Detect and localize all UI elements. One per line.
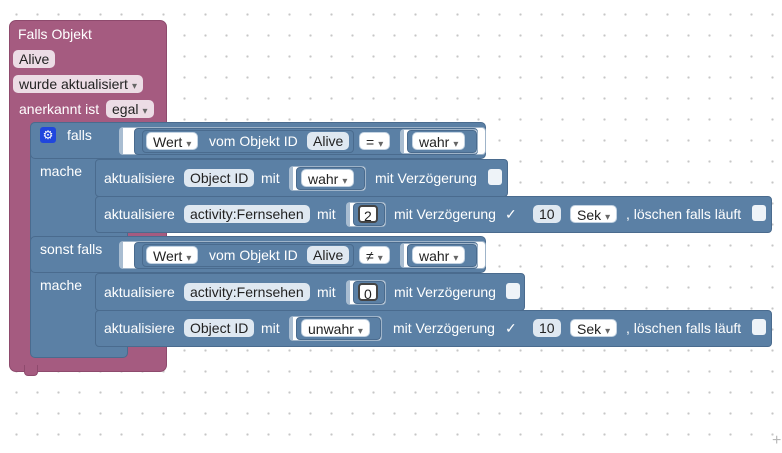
event-mode-value: wurde aktualisiert	[19, 76, 128, 92]
chevron-down-icon: ▾	[357, 326, 363, 337]
chevron-down-icon: ▾	[605, 212, 611, 223]
cond2-operator-value: ≠	[366, 248, 374, 264]
set1-label: aktualisiere	[104, 170, 175, 186]
set2-clear-label: , löschen falls läuft	[626, 206, 742, 222]
chevron-down-icon: ▾	[377, 253, 383, 264]
event-object-field[interactable]: Alive	[13, 50, 56, 68]
cond2-operator-dropdown[interactable]: ≠▾	[359, 246, 390, 264]
cond2-bool-dropdown[interactable]: wahr▾	[412, 246, 466, 264]
set2-with-label: mit	[317, 206, 336, 222]
do-label-2: mache	[40, 277, 83, 293]
chevron-down-icon: ▾	[131, 81, 137, 92]
set4-object-field[interactable]: Object ID	[184, 319, 255, 337]
cond1-operator-value: =	[366, 134, 375, 150]
acknowledged-value: egal	[112, 101, 139, 117]
set4-delay-check[interactable]: ✓	[505, 320, 517, 336]
cond1-object-field[interactable]: Alive	[307, 132, 350, 150]
cond1-bool-value: wahr	[419, 134, 450, 150]
set4-clear-label: , löschen falls läuft	[626, 320, 742, 336]
set1-delay-checkbox[interactable]	[488, 169, 502, 185]
set1-with-label: mit	[261, 170, 280, 186]
set4-bool-value: unwahr	[308, 321, 354, 337]
set4-clear-checkbox[interactable]	[752, 319, 766, 335]
set3-label: aktualisiere	[104, 284, 175, 300]
set4-unit-dropdown[interactable]: Sek▾	[570, 319, 618, 337]
set2-block[interactable]	[95, 196, 772, 233]
set1-bool-dropdown[interactable]: wahr▾	[301, 169, 355, 187]
acknowledged-label: anerkannt ist	[19, 101, 100, 117]
cond1-bool-dropdown[interactable]: wahr▾	[412, 132, 466, 150]
if-label: falls	[67, 127, 92, 143]
cond2-object-field[interactable]: Alive	[307, 246, 350, 264]
set1-bool-value: wahr	[308, 171, 339, 187]
set4-unit-value: Sek	[577, 321, 602, 337]
set2-object-field[interactable]: activity:Fernsehen	[184, 205, 310, 223]
cond1-of-label: vom Objekt ID	[209, 133, 298, 149]
set2-number-field[interactable]: 2	[358, 205, 378, 224]
set2-delay-check[interactable]: ✓	[505, 206, 517, 222]
set1-delay-label: mit Verzögerung	[375, 170, 477, 186]
set3-with-label: mit	[317, 284, 336, 300]
cond1-operator-dropdown[interactable]: =▾	[359, 132, 391, 150]
cond2-bool-value: wahr	[419, 248, 450, 264]
set4-delay-field[interactable]: 10	[533, 319, 561, 337]
set2-unit-value: Sek	[577, 207, 602, 223]
set3-delay-checkbox[interactable]	[506, 283, 520, 299]
chevron-down-icon: ▾	[453, 139, 459, 150]
chevron-down-icon: ▾	[186, 139, 192, 150]
event-title: Falls Objekt	[18, 26, 92, 42]
set4-delay-label: mit Verzögerung	[393, 320, 495, 336]
set3-object-field[interactable]: activity:Fernsehen	[184, 283, 310, 301]
set3-delay-label: mit Verzögerung	[394, 284, 496, 300]
do-label-1: mache	[40, 163, 83, 179]
chevron-down-icon: ▾	[605, 326, 611, 337]
cond2-of-label: vom Objekt ID	[209, 247, 298, 263]
chevron-down-icon: ▾	[378, 139, 384, 150]
set2-delay-label: mit Verzögerung	[394, 206, 496, 222]
cond2-prop-dropdown[interactable]: Wert▾	[146, 246, 199, 264]
else-if-label: sonst falls	[40, 241, 103, 257]
set3-block[interactable]	[95, 273, 525, 311]
cond2-prop-value: Wert	[153, 248, 183, 264]
chevron-down-icon: ▾	[342, 176, 348, 187]
event-block-bottom-tab	[24, 365, 38, 376]
acknowledged-dropdown[interactable]: egal▾	[106, 100, 154, 118]
cond1-prop-dropdown[interactable]: Wert▾	[146, 132, 199, 150]
set2-clear-checkbox[interactable]	[752, 205, 766, 221]
set2-delay-field[interactable]: 10	[533, 205, 561, 223]
event-mode-dropdown[interactable]: wurde aktualisiert▾	[13, 75, 143, 93]
chevron-down-icon: ▾	[142, 106, 148, 117]
set2-label: aktualisiere	[104, 206, 175, 222]
set4-bool-dropdown[interactable]: unwahr▾	[301, 319, 370, 337]
set4-label: aktualisiere	[104, 320, 175, 336]
gear-icon[interactable]: ⚙	[40, 127, 56, 143]
chevron-down-icon: ▾	[186, 253, 192, 264]
chevron-down-icon: ▾	[453, 253, 459, 264]
set2-unit-dropdown[interactable]: Sek▾	[570, 205, 618, 223]
set1-object-field[interactable]: Object ID	[184, 169, 255, 187]
set4-with-label: mit	[261, 320, 280, 336]
cond1-prop-value: Wert	[153, 134, 183, 150]
set3-number-field[interactable]: 0	[358, 283, 378, 302]
plus-icon: +	[772, 432, 782, 449]
